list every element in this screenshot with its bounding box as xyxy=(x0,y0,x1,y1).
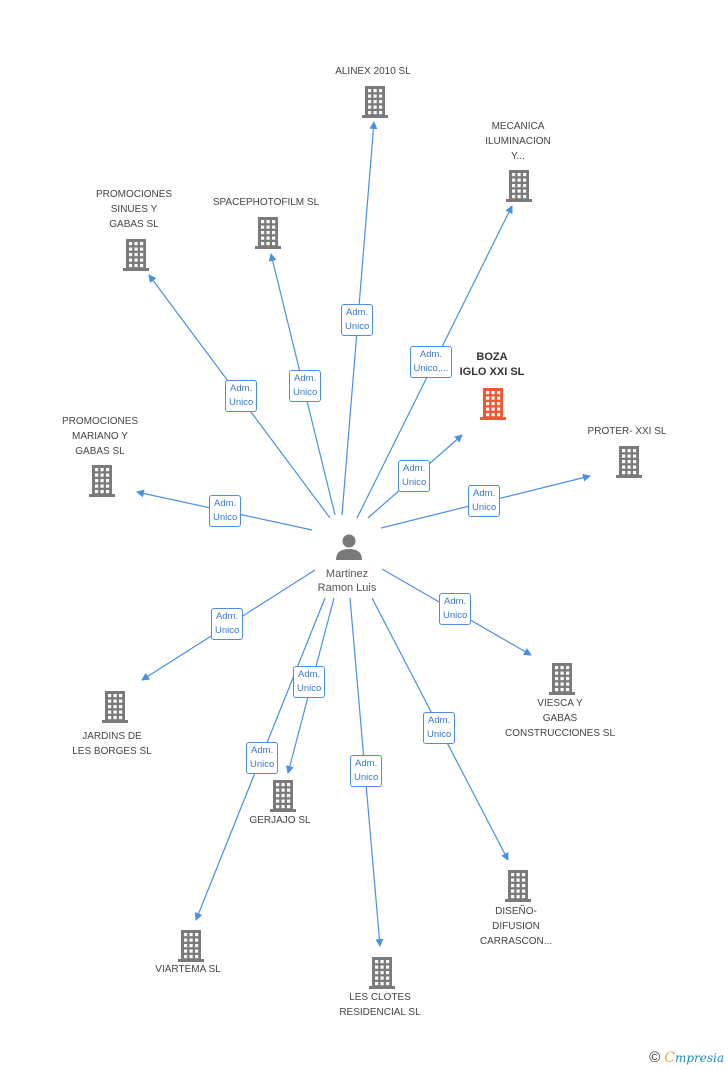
company-label-gerjajo[interactable]: GERJAJO SL xyxy=(249,815,311,826)
role-tag-sinues[interactable]: Adm. Unico xyxy=(225,380,258,412)
company-label-boza[interactable]: BOZA IGLO XXI SL xyxy=(459,351,525,378)
building-icon-spacephoto[interactable] xyxy=(255,217,281,249)
building-icon-mariano[interactable] xyxy=(89,465,115,497)
role-tag-mecanica[interactable]: Adm. Unico,... xyxy=(409,346,453,378)
company-label-viartema[interactable]: VIARTEMA SL xyxy=(155,964,221,975)
role-tag-viesca[interactable]: Adm. Unico xyxy=(439,593,472,625)
company-label-disenio[interactable]: DISEÑO- DIFUSION CARRASCON... xyxy=(479,906,553,947)
building-icon-boza[interactable] xyxy=(480,388,506,420)
role-tag-borges[interactable]: Adm. Unico xyxy=(211,608,244,640)
role-tag-boza[interactable]: Adm. Unico xyxy=(398,460,431,492)
role-tag-alinex[interactable]: Adm. Unico xyxy=(341,304,374,336)
building-icon-mecanica[interactable] xyxy=(506,170,532,202)
watermark: © Cmpresia xyxy=(649,1049,724,1066)
company-label-alinex[interactable]: ALINEX 2010 SL xyxy=(335,66,411,77)
company-label-viesca[interactable]: VIESCA Y GABAS CONSTRUCCIONES SL xyxy=(504,698,615,739)
role-tag-viartema[interactable]: Adm. Unico xyxy=(246,742,279,774)
company-label-mecanica[interactable]: MECANICA ILUMINACION Y... xyxy=(485,121,551,162)
company-label-mariano[interactable]: PROMOCIONES MARIANO Y GABAS SL xyxy=(61,416,139,457)
person-icon[interactable] xyxy=(336,534,362,561)
role-tag-proter[interactable]: Adm. Unico xyxy=(468,485,501,517)
building-icon-borges[interactable] xyxy=(102,691,128,723)
building-icon-viesca[interactable] xyxy=(549,663,575,695)
brand-logo: Cmpresia xyxy=(664,1049,724,1066)
company-label-clotes[interactable]: LES CLOTES RESIDENCIAL SL xyxy=(339,992,421,1018)
copyright-icon: © xyxy=(649,1049,661,1066)
building-icon-sinues[interactable] xyxy=(123,239,149,271)
role-tag-spacephoto[interactable]: Adm. Unico xyxy=(289,370,322,402)
role-tag-gerjajo[interactable]: Adm. Unico xyxy=(293,666,326,698)
building-icon-alinex[interactable] xyxy=(362,86,388,118)
building-icon-viartema[interactable] xyxy=(178,930,204,962)
building-icon-clotes[interactable] xyxy=(369,957,395,989)
company-label-borges[interactable]: JARDINS DE LES BORGES SL xyxy=(72,731,152,757)
role-tag-mariano[interactable]: Adm. Unico xyxy=(209,495,242,527)
building-icon-disenio[interactable] xyxy=(505,870,531,902)
company-label-proter[interactable]: PROTER- XXI SL xyxy=(587,426,667,437)
company-label-sinues[interactable]: PROMOCIONES SINUES Y GABAS SL xyxy=(95,189,173,230)
role-tag-disenio[interactable]: Adm. Unico xyxy=(423,712,456,744)
building-icon-proter[interactable] xyxy=(616,446,642,478)
role-tag-clotes[interactable]: Adm. Unico xyxy=(350,755,383,787)
center-person-label[interactable]: Martinez Ramon Luis xyxy=(317,568,377,594)
company-label-spacephoto[interactable]: SPACEPHOTOFILM SL xyxy=(212,197,320,208)
building-icon-gerjajo[interactable] xyxy=(270,780,296,812)
